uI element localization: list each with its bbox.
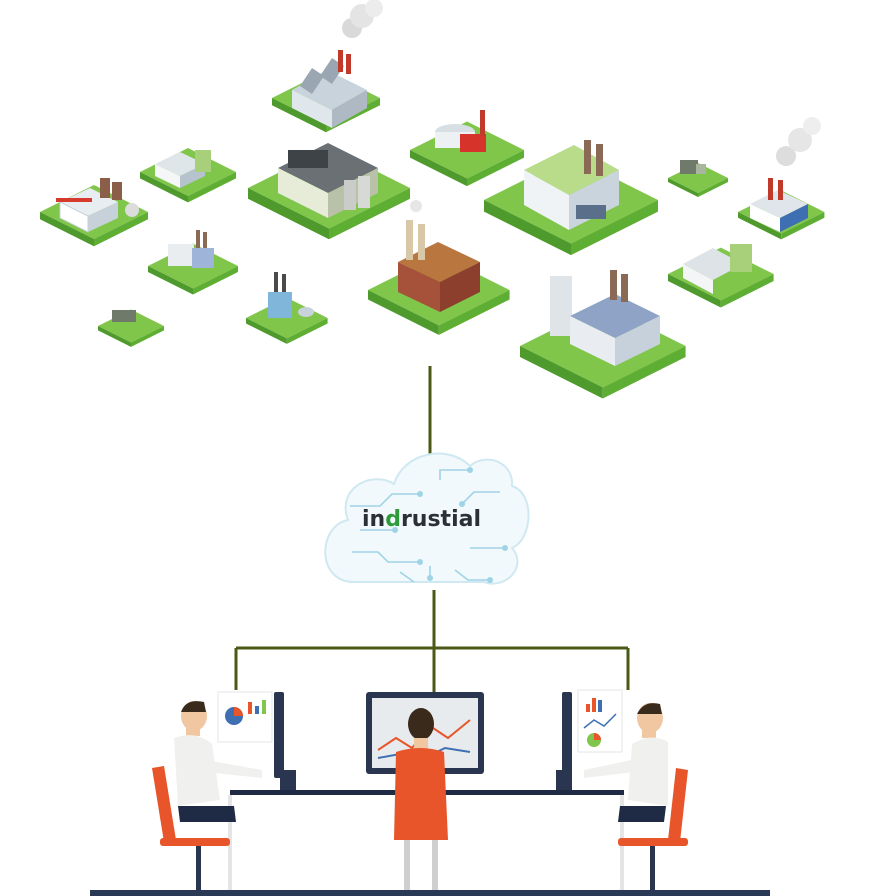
floor-line [90,890,770,896]
factory-icon [410,110,524,187]
factory-icon [368,200,510,335]
factory-icon [98,309,164,347]
operator-workstations [90,689,770,896]
factory-icon [40,178,148,247]
operator-workstation-icon [366,692,484,890]
operator-workstation-icon [152,691,296,890]
factory-icon [140,148,236,203]
factory-icon [272,0,383,133]
cloud-circuit-icon: indrustial [324,452,530,585]
factory-icon [148,230,238,295]
factory-icon [484,140,658,256]
factory-icon [520,270,686,399]
factory-icon [668,160,728,197]
factory-cluster [40,0,825,399]
factory-icon [248,143,410,240]
logo-text: indrustial [362,507,481,532]
operator-workstation-icon [556,689,688,890]
connector-lines [234,366,630,692]
logo-mark: d [385,507,401,532]
factory-icon [738,117,825,240]
logo-suffix: rustial [401,507,481,532]
logo-prefix: in [362,507,385,532]
factory-icon [668,244,774,308]
factory-icon [246,272,328,344]
